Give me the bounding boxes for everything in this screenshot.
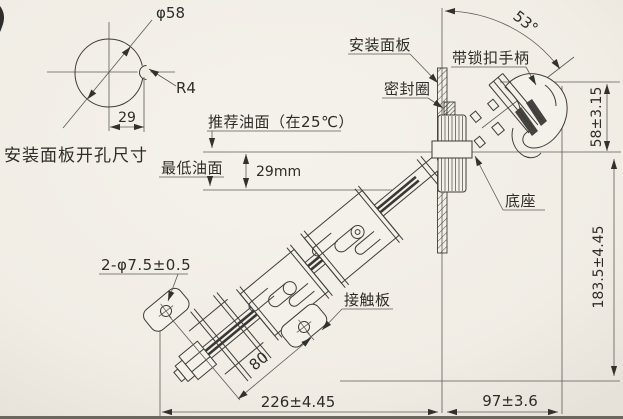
contact-plate-end [143, 287, 190, 332]
float-frame-1 [300, 185, 404, 288]
upper-height-dim: 58±3.15 [589, 87, 605, 148]
angle-arc [444, 10, 561, 70]
threaded-base [431, 114, 473, 193]
minimum-oil-label: 最低油面 [161, 159, 223, 177]
reference-lines [159, 8, 621, 416]
locking-handle-body [488, 73, 568, 159]
gauge-assembly [143, 67, 568, 383]
oil-gap-dim: 29mm [256, 164, 301, 180]
mounting-hole-left [158, 303, 174, 319]
panel-cutout-detail-view: φ58 R4 29 安装面板开孔尺寸 [4, 4, 196, 166]
diameter-label: φ58 [156, 4, 185, 22]
base-label: 底座 [505, 192, 536, 210]
contact-forks [248, 231, 381, 312]
locking-handle-label: 带锁扣手柄 [452, 49, 530, 67]
mounting-holes-label: 2-φ7.5±0.5 [101, 256, 191, 274]
detail-view-title: 安装面板开孔尺寸 [4, 146, 148, 166]
recommended-oil-label: 推荐油面（在25℃） [208, 113, 354, 131]
mounting-hole-right [296, 319, 312, 335]
part-labels: 安装面板 密封圈 带锁扣手柄 底座 接触板 2-φ7.5±0.5 推荐油面（在2… [99, 36, 545, 331]
offset-label: 29 [118, 110, 136, 126]
right-width-dim: 97±3.6 [482, 392, 538, 410]
overall-width-dim: 226±4.45 [261, 393, 336, 411]
mounting-panel-label: 安装面板 [349, 36, 411, 54]
seal-ring-section [443, 101, 456, 116]
probe-assembly [143, 98, 506, 383]
radius-label: R4 [176, 79, 196, 97]
scan-edge-bottom [0, 416, 623, 419]
base-nut [431, 140, 473, 159]
scan-smudge [0, 6, 4, 32]
contact-plate-label: 接触板 [344, 291, 391, 309]
seal-ring-label: 密封圈 [384, 80, 431, 98]
lower-height-dim: 183.5±4.45 [591, 226, 607, 309]
